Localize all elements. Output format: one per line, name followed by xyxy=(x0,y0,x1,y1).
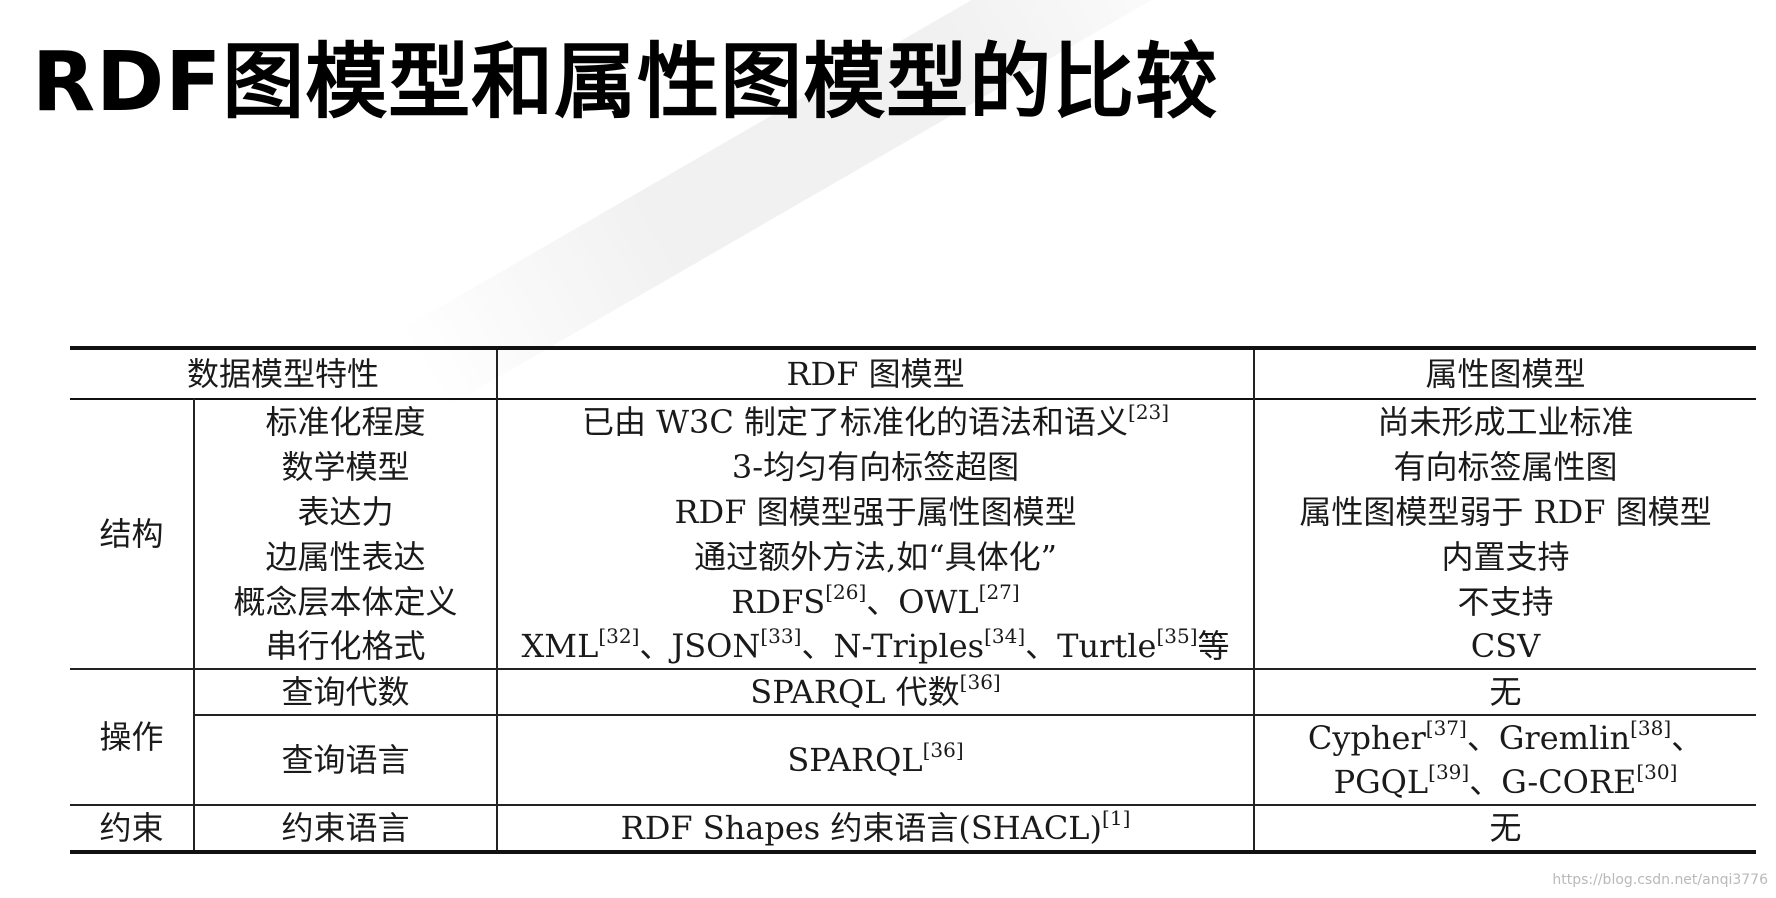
pg-cell-text: 、G-CORE xyxy=(1469,763,1637,801)
rdf-cell: SPARQL[36] xyxy=(497,714,1256,805)
group-label-constraint: 约束 xyxy=(70,804,195,852)
rdf-cell-text: 已由 W3C 制定了标准化的语法和语义 xyxy=(581,403,1129,441)
table-row: 串行化格式 XML[32]、JSON[33]、N-Triples[34]、Tur… xyxy=(70,624,1756,669)
pg-cell: 内置支持 xyxy=(1441,537,1570,576)
feature-cell: 概念层本体定义 xyxy=(194,579,499,624)
citation-ref: [33] xyxy=(760,624,802,648)
pg-cell: 属性图模型弱于 RDF 图模型 xyxy=(1299,492,1712,531)
rdf-cell-text: 、Turtle xyxy=(1025,627,1157,665)
citation-ref: [27] xyxy=(978,579,1020,604)
feature-cell: 查询代数 xyxy=(194,668,499,715)
table-row: 概念层本体定义 RDFS[26]、OWL[27] 不支持 xyxy=(70,579,1756,624)
feature-cell: 串行化格式 xyxy=(194,624,499,669)
table-row: 操作 查询代数 SPARQL 代数[36] 无 xyxy=(70,668,1757,805)
comparison-table: 数据模型特性 RDF 图模型 属性图模型 结构 标准化程度 已由 W3C 制定了… xyxy=(70,346,1757,854)
rdf-cell-text: SPARQL xyxy=(787,741,923,779)
rdf-cell-text: SPARQL 代数 xyxy=(750,673,960,711)
feature-cell: 约束语言 xyxy=(194,804,499,852)
pg-cell: 有向标签属性图 xyxy=(1393,447,1618,486)
citation-ref: [36] xyxy=(922,738,964,762)
table-header-row: 数据模型特性 RDF 图模型 属性图模型 xyxy=(70,348,1757,399)
rdf-cell: RDF Shapes 约束语言(SHACL)[1] xyxy=(497,804,1256,852)
citation-ref: [30] xyxy=(1636,760,1678,784)
rdf-cell-text: 、N-Triples xyxy=(801,627,985,665)
rdf-cell-text: 、OWL xyxy=(866,582,979,621)
rdf-cell-text: XML xyxy=(521,627,599,665)
feature-cell: 查询语言 xyxy=(194,714,499,805)
rdf-cell: RDF 图模型强于属性图模型 xyxy=(497,489,1256,534)
group-label-operation: 操作 xyxy=(70,668,195,805)
citation-ref: [37] xyxy=(1425,716,1467,740)
pg-cell-text: Cypher xyxy=(1307,719,1426,757)
header-rdf: RDF 图模型 xyxy=(497,348,1256,399)
table-row: 表达力 RDF 图模型强于属性图模型 属性图模型弱于 RDF 图模型 xyxy=(70,489,1756,534)
table-row: 边属性表达 通过额外方法,如“具体化” 内置支持 xyxy=(70,534,1756,579)
comparison-table-container: 数据模型特性 RDF 图模型 属性图模型 结构 标准化程度 已由 W3C 制定了… xyxy=(70,346,1757,854)
page-title: RDF图模型和属性图模型的比较 xyxy=(32,35,1219,130)
table-row: 查询语言 SPARQL[36] Cypher[37]、Gremlin[38]、 P… xyxy=(70,714,1757,805)
group-label-structure: 结构 xyxy=(70,399,195,669)
pg-cell-text: 、 xyxy=(1671,719,1704,757)
rdf-cell: XML[32]、JSON[33]、N-Triples[34]、Turtle[35… xyxy=(497,624,1256,669)
feature-cell: 表达力 xyxy=(194,489,499,534)
citation-ref: [26] xyxy=(825,579,867,604)
pg-cell: 无 xyxy=(1254,804,1757,852)
citation-ref: [23] xyxy=(1128,400,1170,424)
rdf-cell: SPARQL 代数[36] xyxy=(497,668,1256,715)
citation-ref: [36] xyxy=(959,670,1001,694)
citation-ref: [1] xyxy=(1102,806,1131,830)
pg-cell: 无 xyxy=(1254,668,1757,715)
pg-cell: CSV xyxy=(1470,627,1541,665)
rdf-cell-text: 、JSON xyxy=(639,627,761,665)
table-row: 数学模型 3-均匀有向标签超图 有向标签属性图 xyxy=(70,444,1756,489)
citation-ref: [35] xyxy=(1156,624,1198,648)
header-property-graph: 属性图模型 xyxy=(1425,355,1586,393)
table-row: 约束 约束语言 RDF Shapes 约束语言(SHACL)[1] 无 xyxy=(70,804,1757,852)
rdf-cell-text: 等 xyxy=(1197,627,1230,665)
pg-cell-text: PGQL xyxy=(1333,763,1429,801)
rdf-cell: 已由 W3C 制定了标准化的语法和语义[23] xyxy=(497,399,1256,444)
rdf-cell-text: RDFS xyxy=(731,582,826,621)
table-row: 结构 标准化程度 已由 W3C 制定了标准化的语法和语义[23] 尚未形成工业标… xyxy=(70,399,1756,669)
header-feature: 数据模型特性 xyxy=(70,348,499,399)
feature-cell: 数学模型 xyxy=(194,444,499,489)
citation-ref: [34] xyxy=(984,624,1026,648)
rdf-cell: RDFS[26]、OWL[27] xyxy=(497,579,1256,624)
citation-ref: [39] xyxy=(1428,760,1470,784)
feature-cell: 标准化程度 xyxy=(194,399,499,444)
rdf-cell: 3-均匀有向标签超图 xyxy=(497,444,1256,489)
rdf-cell-text: RDF Shapes 约束语言(SHACL) xyxy=(620,809,1103,847)
pg-cell-text: 、Gremlin xyxy=(1466,719,1631,757)
citation-ref: [32] xyxy=(598,624,640,648)
feature-cell: 边属性表达 xyxy=(194,534,499,579)
pg-cell: 不支持 xyxy=(1457,582,1554,621)
pg-cell: Cypher[37]、Gremlin[38]、 PGQL[39]、G-CORE[3… xyxy=(1254,714,1757,805)
rdf-cell: 通过额外方法,如“具体化” xyxy=(497,534,1256,579)
citation-ref: [38] xyxy=(1630,716,1672,740)
pg-cell: 尚未形成工业标准 xyxy=(1377,403,1634,441)
source-credit: https://blog.csdn.net/anqi3776 xyxy=(1552,872,1768,888)
